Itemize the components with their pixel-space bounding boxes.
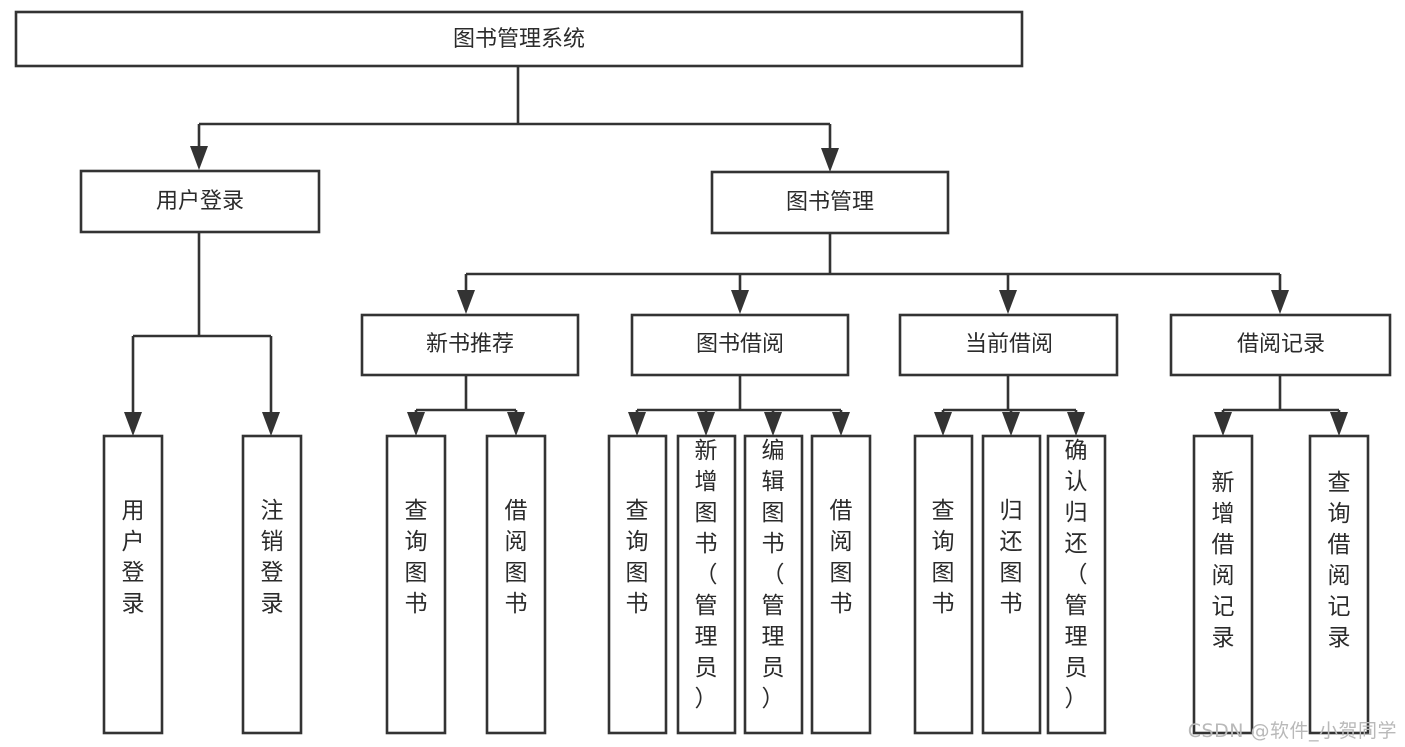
node-leaf-user-login-label: 用户登录	[122, 498, 145, 617]
arrowhead-book-mgmt	[821, 148, 839, 172]
node-leaf-edit-book[interactable]: 编辑图书（管理员）	[743, 434, 804, 735]
arrowhead-leaf-logout-login	[262, 412, 280, 436]
watermark-label: CSDN @软件_小贺同学	[1187, 720, 1397, 742]
node-leaf-user-login-box[interactable]	[102, 434, 164, 735]
node-book-management-box[interactable]	[710, 170, 950, 235]
arrowhead-leaf-query-book-2	[628, 412, 646, 436]
node-leaf-logout-login[interactable]: 注销登录	[241, 434, 303, 735]
node-leaf-user-login[interactable]: 用户登录	[102, 434, 164, 735]
node-leaf-borrow-book-1-box[interactable]	[485, 434, 547, 735]
node-leaf-logout-login-label: 注销登录	[261, 498, 284, 617]
node-leaf-add-record[interactable]: 新增借阅记录	[1192, 434, 1254, 735]
node-book-borrow[interactable]: 图书借阅	[630, 313, 850, 377]
node-leaf-borrow-book-2-box[interactable]	[810, 434, 872, 735]
node-leaf-query-record-label: 查询借阅记录	[1328, 470, 1351, 651]
node-book-management[interactable]: 图书管理	[710, 170, 950, 235]
node-new-book-recommend-label: 新书推荐	[426, 332, 514, 357]
node-borrow-record-box[interactable]	[1169, 313, 1392, 377]
node-root-box[interactable]	[14, 10, 1024, 68]
node-root-label: 图书管理系统	[453, 27, 585, 52]
node-leaf-add-book[interactable]: 新增图书（管理员）	[676, 434, 737, 735]
node-book-borrow-box[interactable]	[630, 313, 850, 377]
arrowhead-leaf-return-book	[1002, 412, 1020, 436]
node-leaf-query-book-3-box[interactable]	[913, 434, 974, 735]
arrowhead-leaf-query-book-1	[407, 412, 425, 436]
node-leaf-edit-book-box[interactable]	[743, 434, 804, 735]
node-leaf-query-record-box[interactable]	[1308, 434, 1370, 735]
node-leaf-query-book-2-box[interactable]	[607, 434, 668, 735]
node-leaf-borrow-book-2[interactable]: 借阅图书	[810, 434, 872, 735]
node-user-login-label: 用户登录	[156, 189, 244, 214]
node-leaf-add-book-label: 新增图书（管理员）	[695, 438, 718, 712]
node-leaf-borrow-book-1[interactable]: 借阅图书	[485, 434, 547, 735]
node-leaf-borrow-book-1-label: 借阅图书	[505, 498, 528, 617]
node-book-borrow-label: 图书借阅	[696, 332, 784, 357]
node-leaf-query-book-1-label: 查询图书	[405, 498, 428, 617]
node-book-management-label: 图书管理	[786, 190, 874, 215]
arrowhead-new-book-recommend	[457, 290, 475, 314]
node-current-borrow[interactable]: 当前借阅	[898, 313, 1119, 377]
node-current-borrow-box[interactable]	[898, 313, 1119, 377]
arrowhead-leaf-query-book-3	[934, 412, 952, 436]
node-leaf-return-book-label: 归还图书	[1000, 498, 1023, 617]
node-leaf-query-book-1[interactable]: 查询图书	[385, 434, 447, 735]
node-leaf-query-book-2-label: 查询图书	[626, 498, 649, 617]
node-leaf-return-book[interactable]: 归还图书	[981, 434, 1042, 735]
node-borrow-record[interactable]: 借阅记录	[1169, 313, 1392, 377]
node-leaf-add-book-box[interactable]	[676, 434, 737, 735]
arrowhead-borrow-record	[1271, 290, 1289, 314]
node-borrow-record-label: 借阅记录	[1237, 332, 1325, 357]
node-leaf-query-book-3[interactable]: 查询图书	[913, 434, 974, 735]
node-new-book-recommend[interactable]: 新书推荐	[360, 313, 580, 377]
node-user-login[interactable]: 用户登录	[79, 169, 321, 234]
arrowhead-leaf-borrow-book-1	[507, 412, 525, 436]
node-leaf-confirm-return-label: 确认归还（管理员）	[1065, 438, 1088, 712]
arrowhead-current-borrow	[999, 290, 1017, 314]
node-leaf-confirm-return-box[interactable]	[1046, 434, 1107, 735]
node-leaf-query-book-2[interactable]: 查询图书	[607, 434, 668, 735]
node-leaf-logout-login-box[interactable]	[241, 434, 303, 735]
node-leaf-edit-book-label: 编辑图书（管理员）	[762, 438, 785, 712]
node-new-book-recommend-box[interactable]	[360, 313, 580, 377]
node-leaf-confirm-return[interactable]: 确认归还（管理员）	[1046, 434, 1107, 735]
arrowhead-leaf-add-book	[697, 412, 715, 436]
arrowhead-leaf-confirm-return	[1067, 412, 1085, 436]
node-leaf-query-record[interactable]: 查询借阅记录	[1308, 434, 1370, 735]
arrowhead-book-borrow	[731, 290, 749, 314]
arrowhead-leaf-query-record	[1330, 412, 1348, 436]
arrowhead-leaf-edit-book	[764, 412, 782, 436]
arrowhead-user-login	[190, 146, 208, 170]
arrowhead-leaf-add-record	[1214, 412, 1232, 436]
node-leaf-add-record-box[interactable]	[1192, 434, 1254, 735]
arrowhead-leaf-borrow-book-2	[832, 412, 850, 436]
node-root[interactable]: 图书管理系统	[14, 10, 1024, 68]
node-leaf-borrow-book-2-label: 借阅图书	[830, 498, 853, 617]
connector-layer	[124, 66, 1348, 436]
node-leaf-return-book-box[interactable]	[981, 434, 1042, 735]
node-current-borrow-label: 当前借阅	[965, 332, 1053, 357]
node-leaf-add-record-label: 新增借阅记录	[1212, 470, 1235, 651]
node-leaf-query-book-3-label: 查询图书	[932, 498, 955, 617]
arrowhead-leaf-user-login	[124, 412, 142, 436]
node-user-login-box[interactable]	[79, 169, 321, 234]
node-leaf-query-book-1-box[interactable]	[385, 434, 447, 735]
